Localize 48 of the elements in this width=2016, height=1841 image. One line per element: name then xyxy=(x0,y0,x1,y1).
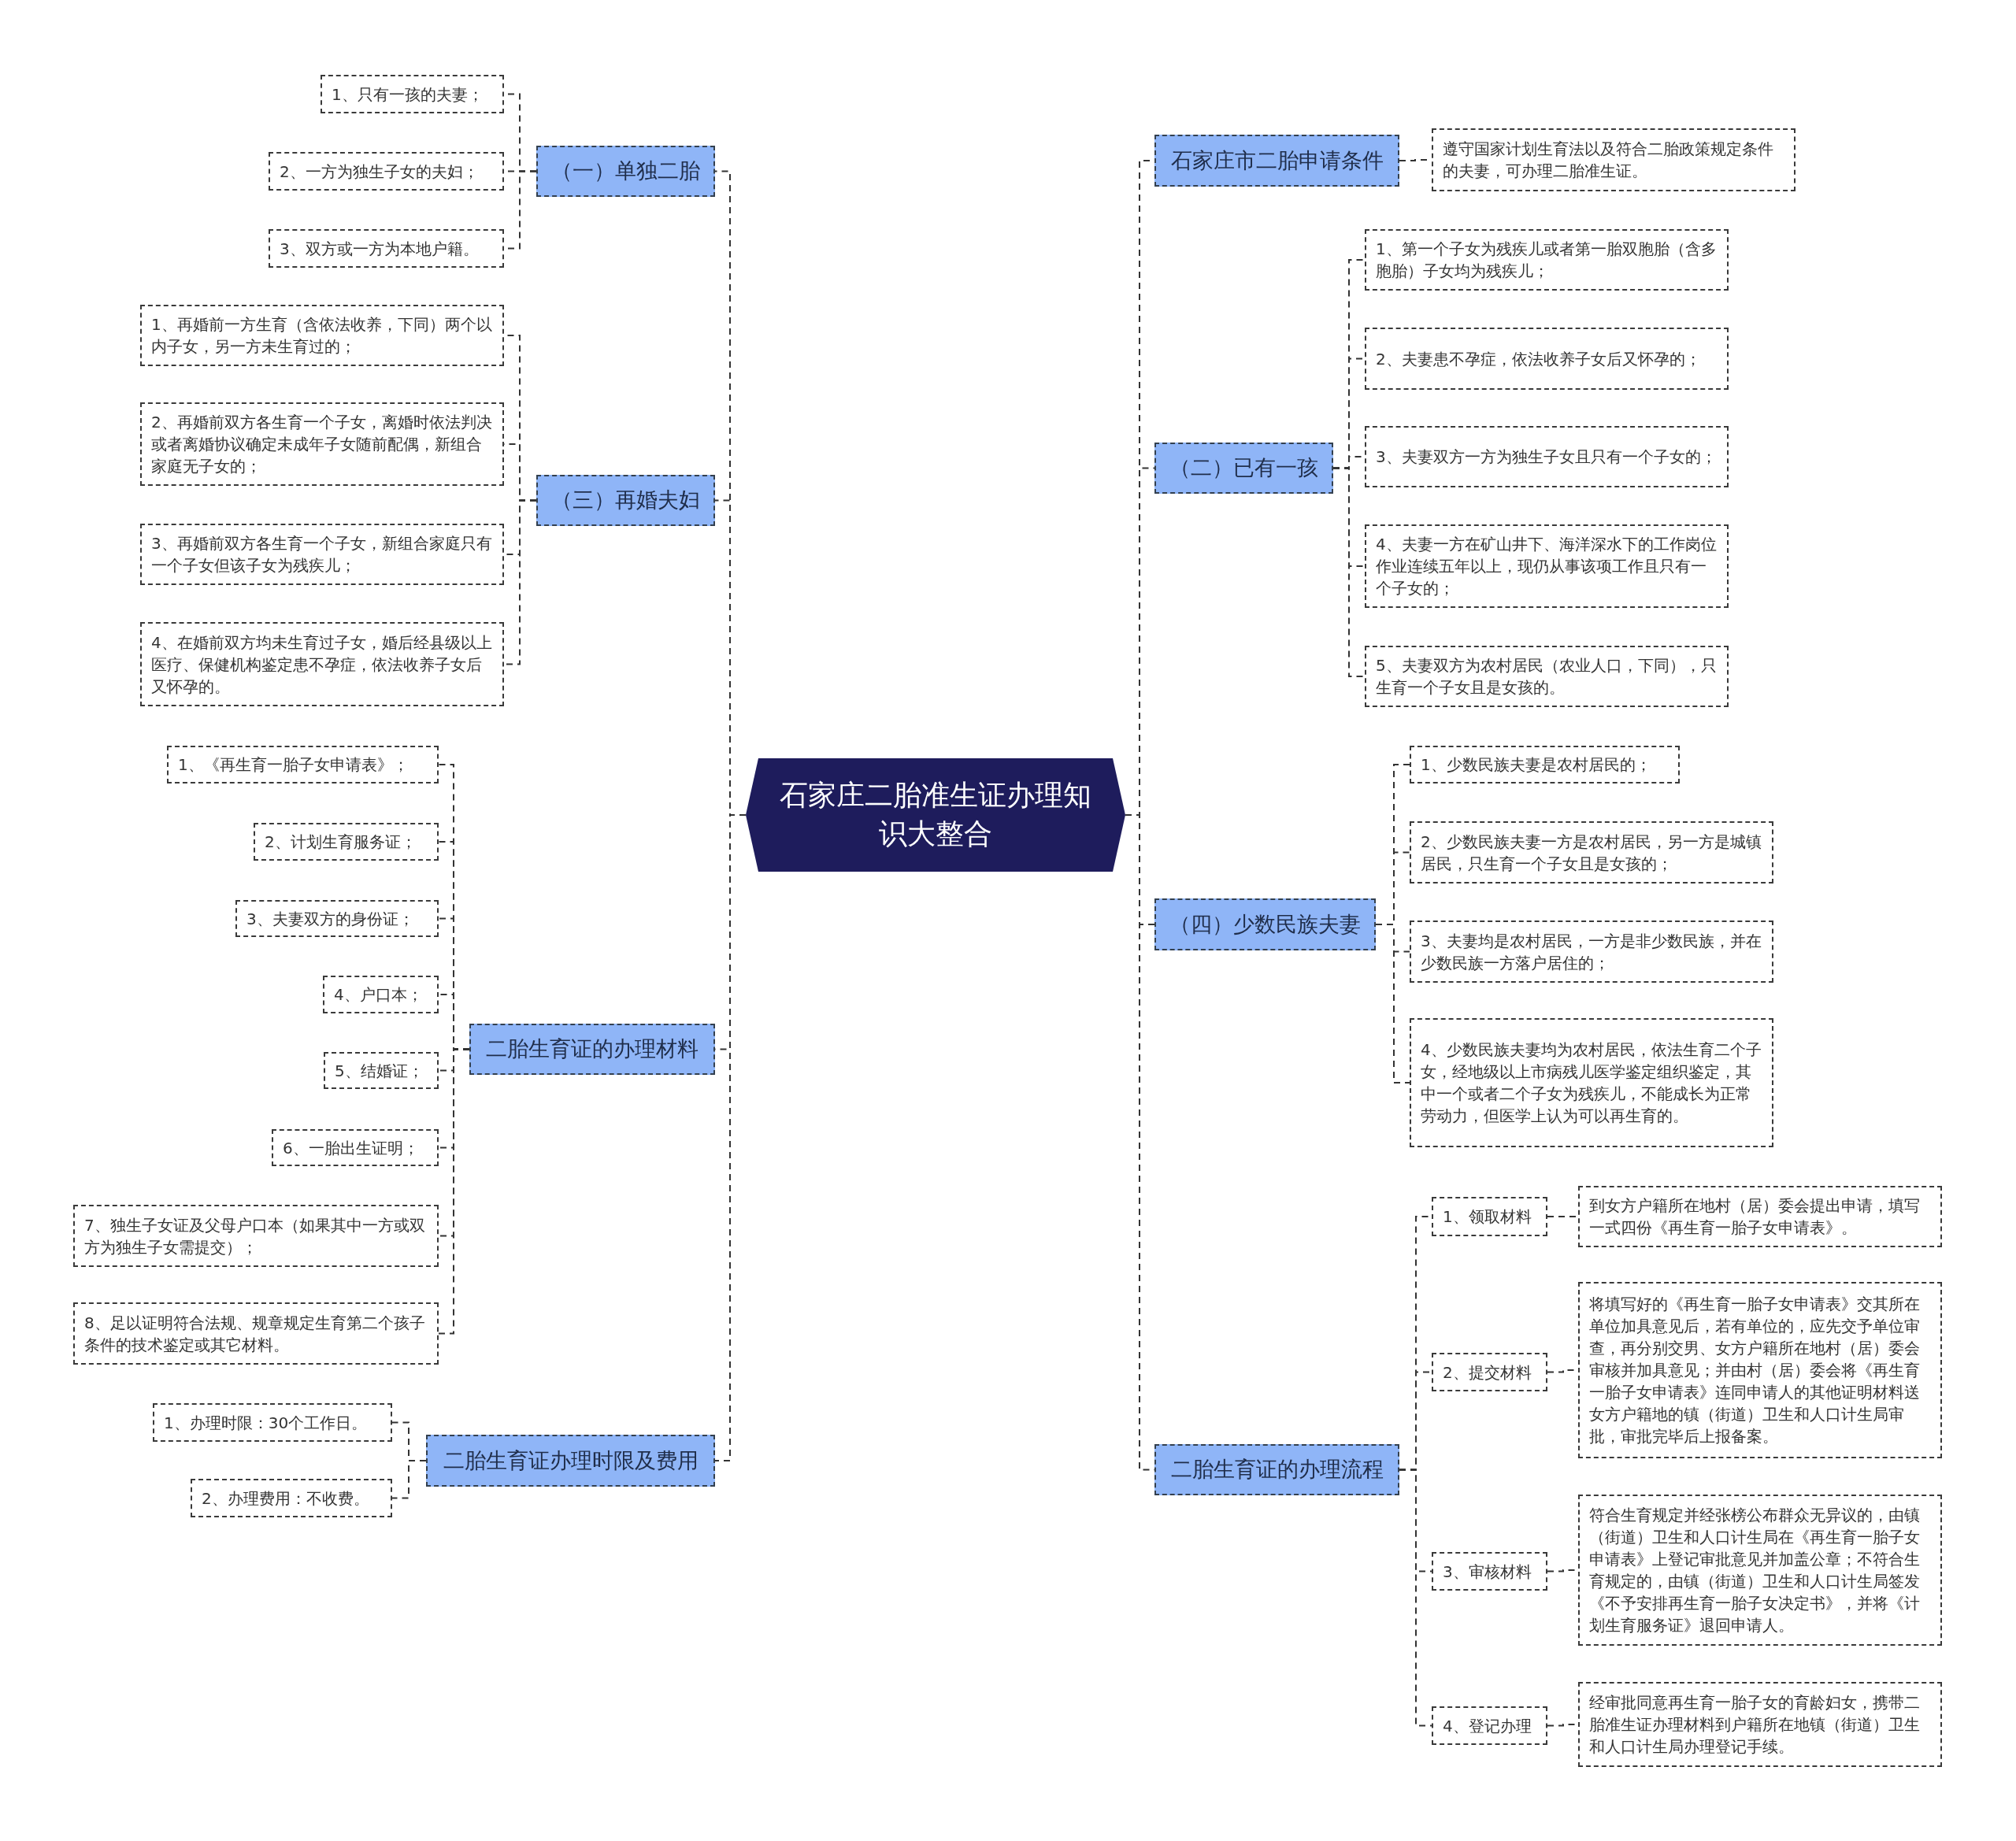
branch-topic: （三）再婚夫妇 xyxy=(536,475,715,526)
branch-topic: （四）少数民族夫妻 xyxy=(1154,898,1376,950)
branch-topic: （一）单独二胎 xyxy=(536,146,715,197)
branch-topic: 二胎生育证办理时限及费用 xyxy=(426,1435,715,1487)
connector-line xyxy=(1375,924,1410,1083)
topic-card: 5、夫妻双方为农村居民（农业人口，下同），只生育一个子女且是女孩的。 xyxy=(1365,646,1729,707)
topic-card: 1、《再生育一胎子女申请表》； xyxy=(167,746,439,783)
branch-topic: 二胎生育证的办理材料 xyxy=(469,1024,715,1075)
topic-card: 4、登记办理 xyxy=(1432,1706,1547,1745)
connector-line xyxy=(1332,467,1366,677)
topic-card: 2、少数民族夫妻一方是农村居民，另一方是城镇居民，只生育一个子女且是女孩的； xyxy=(1410,821,1773,883)
topic-card: 到女方户籍所在地村（居）委会提出申请，填写一式四份《再生育一胎子女申请表》。 xyxy=(1578,1186,1942,1247)
connector-line xyxy=(1399,1469,1432,1727)
central-topic: 石家庄二胎准生证办理知识大整合 xyxy=(746,758,1125,872)
topic-card: 2、再婚前双方各生育一个子女，离婚时依法判决或者离婚协议确定未成年子女随前配偶，新组合家庭无子女的； xyxy=(140,402,504,486)
topic-card: 2、夫妻患不孕症，依法收养子女后又怀孕的； xyxy=(1365,328,1729,390)
topic-card: 4、少数民族夫妻均为农村居民，依法生育二个子女，经地级以上市病残儿医学鉴定组织鉴定，其中一个或者二个子女为残疾儿，不能成长为正常劳动力，但医学上认为可以再生育的。 xyxy=(1410,1018,1773,1147)
topic-card: 1、办理时限：30个工作日。 xyxy=(153,1403,392,1442)
connector-line xyxy=(391,1460,427,1499)
topic-card: 5、结婚证； xyxy=(324,1052,439,1089)
topic-card: 1、再婚前一方生育（含依法收养，下同）两个以内子女，另一方未生育过的； xyxy=(140,305,504,366)
topic-card: 4、夫妻一方在矿山井下、海洋深水下的工作岗位作业连续五年以上，现仍从事该项工作且只有一个子女的； xyxy=(1365,524,1729,608)
topic-card: 8、足以证明符合法规、规章规定生育第二个孩子条件的技术鉴定或其它材料。 xyxy=(73,1302,439,1365)
topic-card: 1、少数民族夫妻是农村居民的； xyxy=(1410,746,1680,783)
topic-card: 经审批同意再生育一胎子女的育龄妇女，携带二胎准生证办理材料到户籍所在地镇（街道）卫生和人口计生局办理登记手续。 xyxy=(1578,1682,1942,1767)
branch-topic: （二）已有一孩 xyxy=(1154,443,1333,494)
topic-card: 2、计划生育服务证； xyxy=(254,823,439,861)
topic-card: 3、夫妻双方一方为独生子女且只有一个子女的； xyxy=(1365,426,1729,487)
topic-card: 4、户口本； xyxy=(323,976,439,1013)
topic-card: 1、只有一孩的夫妻； xyxy=(321,75,504,113)
topic-card: 7、独生子女证及父母户口本（如果其中一方或双方为独生子女需提交）； xyxy=(73,1205,439,1267)
topic-card: 2、一方为独生子女的夫妇； xyxy=(269,152,504,191)
topic-card: 3、审核材料 xyxy=(1432,1552,1547,1591)
branch-topic: 石家庄市二胎申请条件 xyxy=(1154,135,1399,187)
topic-card: 1、领取材料 xyxy=(1432,1197,1547,1236)
topic-card: 2、办理费用：不收费。 xyxy=(191,1479,392,1517)
topic-card: 将填写好的《再生育一胎子女申请表》交其所在单位加具意见后，若有单位的，应先交予单位审查，再分别交男、女方户籍所在地村（居）委会审核并加具意见；并由村（居）委会将《再生育一胎子女申请表》连同申请人的其他证明材料送女方户籍地的镇（街道）卫生和人口计生局审批，审批完毕后上报备案。 xyxy=(1578,1282,1942,1458)
branch-topic: 二胎生育证的办理流程 xyxy=(1154,1444,1399,1495)
topic-card: 3、再婚前双方各生育一个子女，新组合家庭只有一个子女但该子女为残疾儿； xyxy=(140,524,504,585)
topic-card: 3、夫妻双方的身份证； xyxy=(235,900,439,937)
topic-card: 2、提交材料 xyxy=(1432,1353,1547,1391)
topic-card: 符合生育规定并经张榜公布群众无异议的，由镇（街道）卫生和人口计生局在《再生育一胎子女申请表》上登记审批意见并加盖公章；不符合生育规定的，由镇（街道）卫生和人口计生局签发《不予安排再生育一胎子女决定书》，并将《计划生育服务证》退回申请人。 xyxy=(1578,1495,1942,1646)
topic-card: 遵守国家计划生育法以及符合二胎政策规定条件的夫妻，可办理二胎准生证。 xyxy=(1432,128,1796,191)
topic-card: 3、双方或一方为本地户籍。 xyxy=(269,229,504,268)
topic-card: 6、一胎出生证明； xyxy=(272,1129,439,1166)
topic-card: 4、在婚前双方均未生育过子女，婚后经县级以上医疗、保健机构鉴定患不孕症，依法收养子女后又怀孕的。 xyxy=(140,622,504,706)
topic-card: 3、夫妻均是农村居民，一方是非少数民族，并在少数民族一方落户居住的； xyxy=(1410,920,1773,983)
topic-card: 1、第一个子女为残疾儿或者第一胎双胞胎（含多胞胎）子女均为残疾儿； xyxy=(1365,229,1729,291)
